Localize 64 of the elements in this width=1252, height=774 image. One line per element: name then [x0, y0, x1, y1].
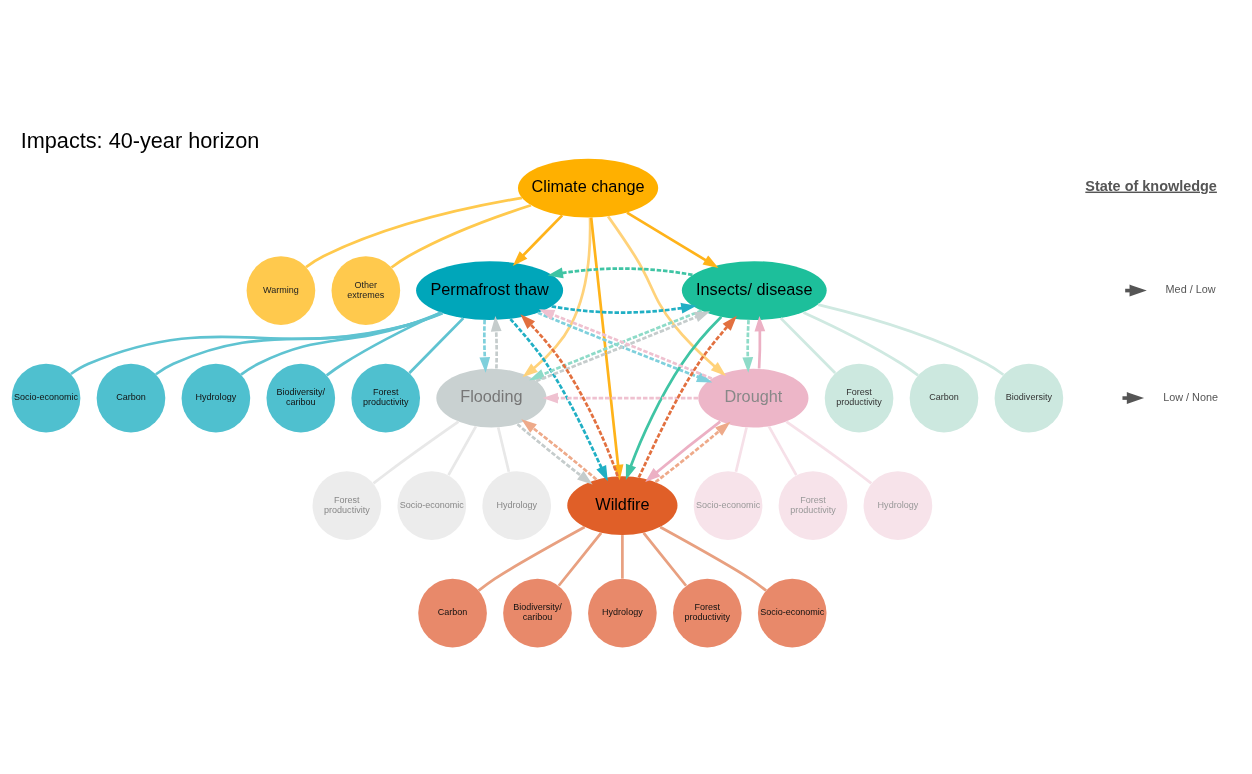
node-circle: Forest productivity — [351, 363, 421, 433]
arrow — [512, 214, 564, 266]
legend-label: Low / None — [1163, 390, 1218, 403]
node-circle: Forest productivity — [824, 363, 894, 433]
node-circle: Hydrology — [588, 578, 657, 648]
connector — [477, 525, 586, 592]
arrow — [754, 315, 766, 369]
connector — [557, 532, 603, 587]
node-circle: Socio-economic — [11, 363, 81, 433]
arrow — [547, 267, 693, 279]
node-circle: Other extremes — [331, 256, 401, 325]
node-circle: Carbon — [418, 578, 487, 648]
node-circle: Forest productivity — [672, 578, 742, 648]
arrow — [626, 211, 719, 268]
node-circle: Biodiversity/ caribou — [266, 363, 336, 433]
connector — [155, 311, 443, 376]
connector — [734, 426, 748, 473]
connector — [779, 317, 837, 374]
arrow — [589, 217, 624, 481]
connector — [372, 420, 460, 485]
connector — [659, 525, 767, 592]
connector — [785, 420, 873, 485]
connector — [447, 425, 478, 476]
connector — [802, 311, 919, 377]
connector — [390, 204, 532, 269]
label: State of knowledge — [1085, 177, 1217, 194]
legend-label: Med / Low — [1165, 283, 1216, 296]
arrow — [607, 215, 726, 377]
node-ellipse: Wildfire — [567, 476, 678, 535]
diagram-title: Impacts: 40-year horizon — [20, 127, 260, 153]
node-circle: Biodiversity — [994, 363, 1064, 433]
connector — [767, 425, 798, 476]
node-circle: Socio-economic — [693, 471, 763, 540]
arrow — [742, 320, 754, 373]
arrow — [509, 318, 608, 482]
arrow — [625, 315, 723, 481]
arrow — [637, 315, 737, 479]
node-circle: Carbon — [96, 363, 166, 433]
node-circle: Biodiversity/ caribou — [503, 578, 572, 648]
connector — [408, 317, 465, 374]
connector — [240, 311, 442, 376]
arrow — [542, 392, 699, 404]
connector — [305, 196, 523, 269]
connector — [496, 426, 511, 473]
connector — [817, 303, 1005, 376]
connector — [70, 312, 444, 376]
node-circle: Hydrology — [181, 363, 251, 433]
arrow — [479, 320, 491, 373]
connector — [325, 311, 441, 377]
arrow — [522, 217, 592, 378]
node-circle: Warming — [246, 256, 316, 325]
arrow — [551, 302, 697, 314]
connector — [642, 532, 688, 587]
node-circle: Carbon — [909, 363, 979, 433]
node-circle: Forest productivity — [778, 471, 848, 540]
node-circle: Socio-economic — [757, 578, 827, 648]
node-ellipse: Climate change — [517, 158, 659, 218]
arrow — [645, 420, 721, 483]
connector — [621, 535, 624, 579]
arrow — [520, 314, 619, 477]
arrow — [654, 421, 731, 484]
arrow — [490, 315, 502, 369]
node-circle: Hydrology — [863, 471, 933, 540]
node-ellipse: Drought — [698, 368, 809, 428]
